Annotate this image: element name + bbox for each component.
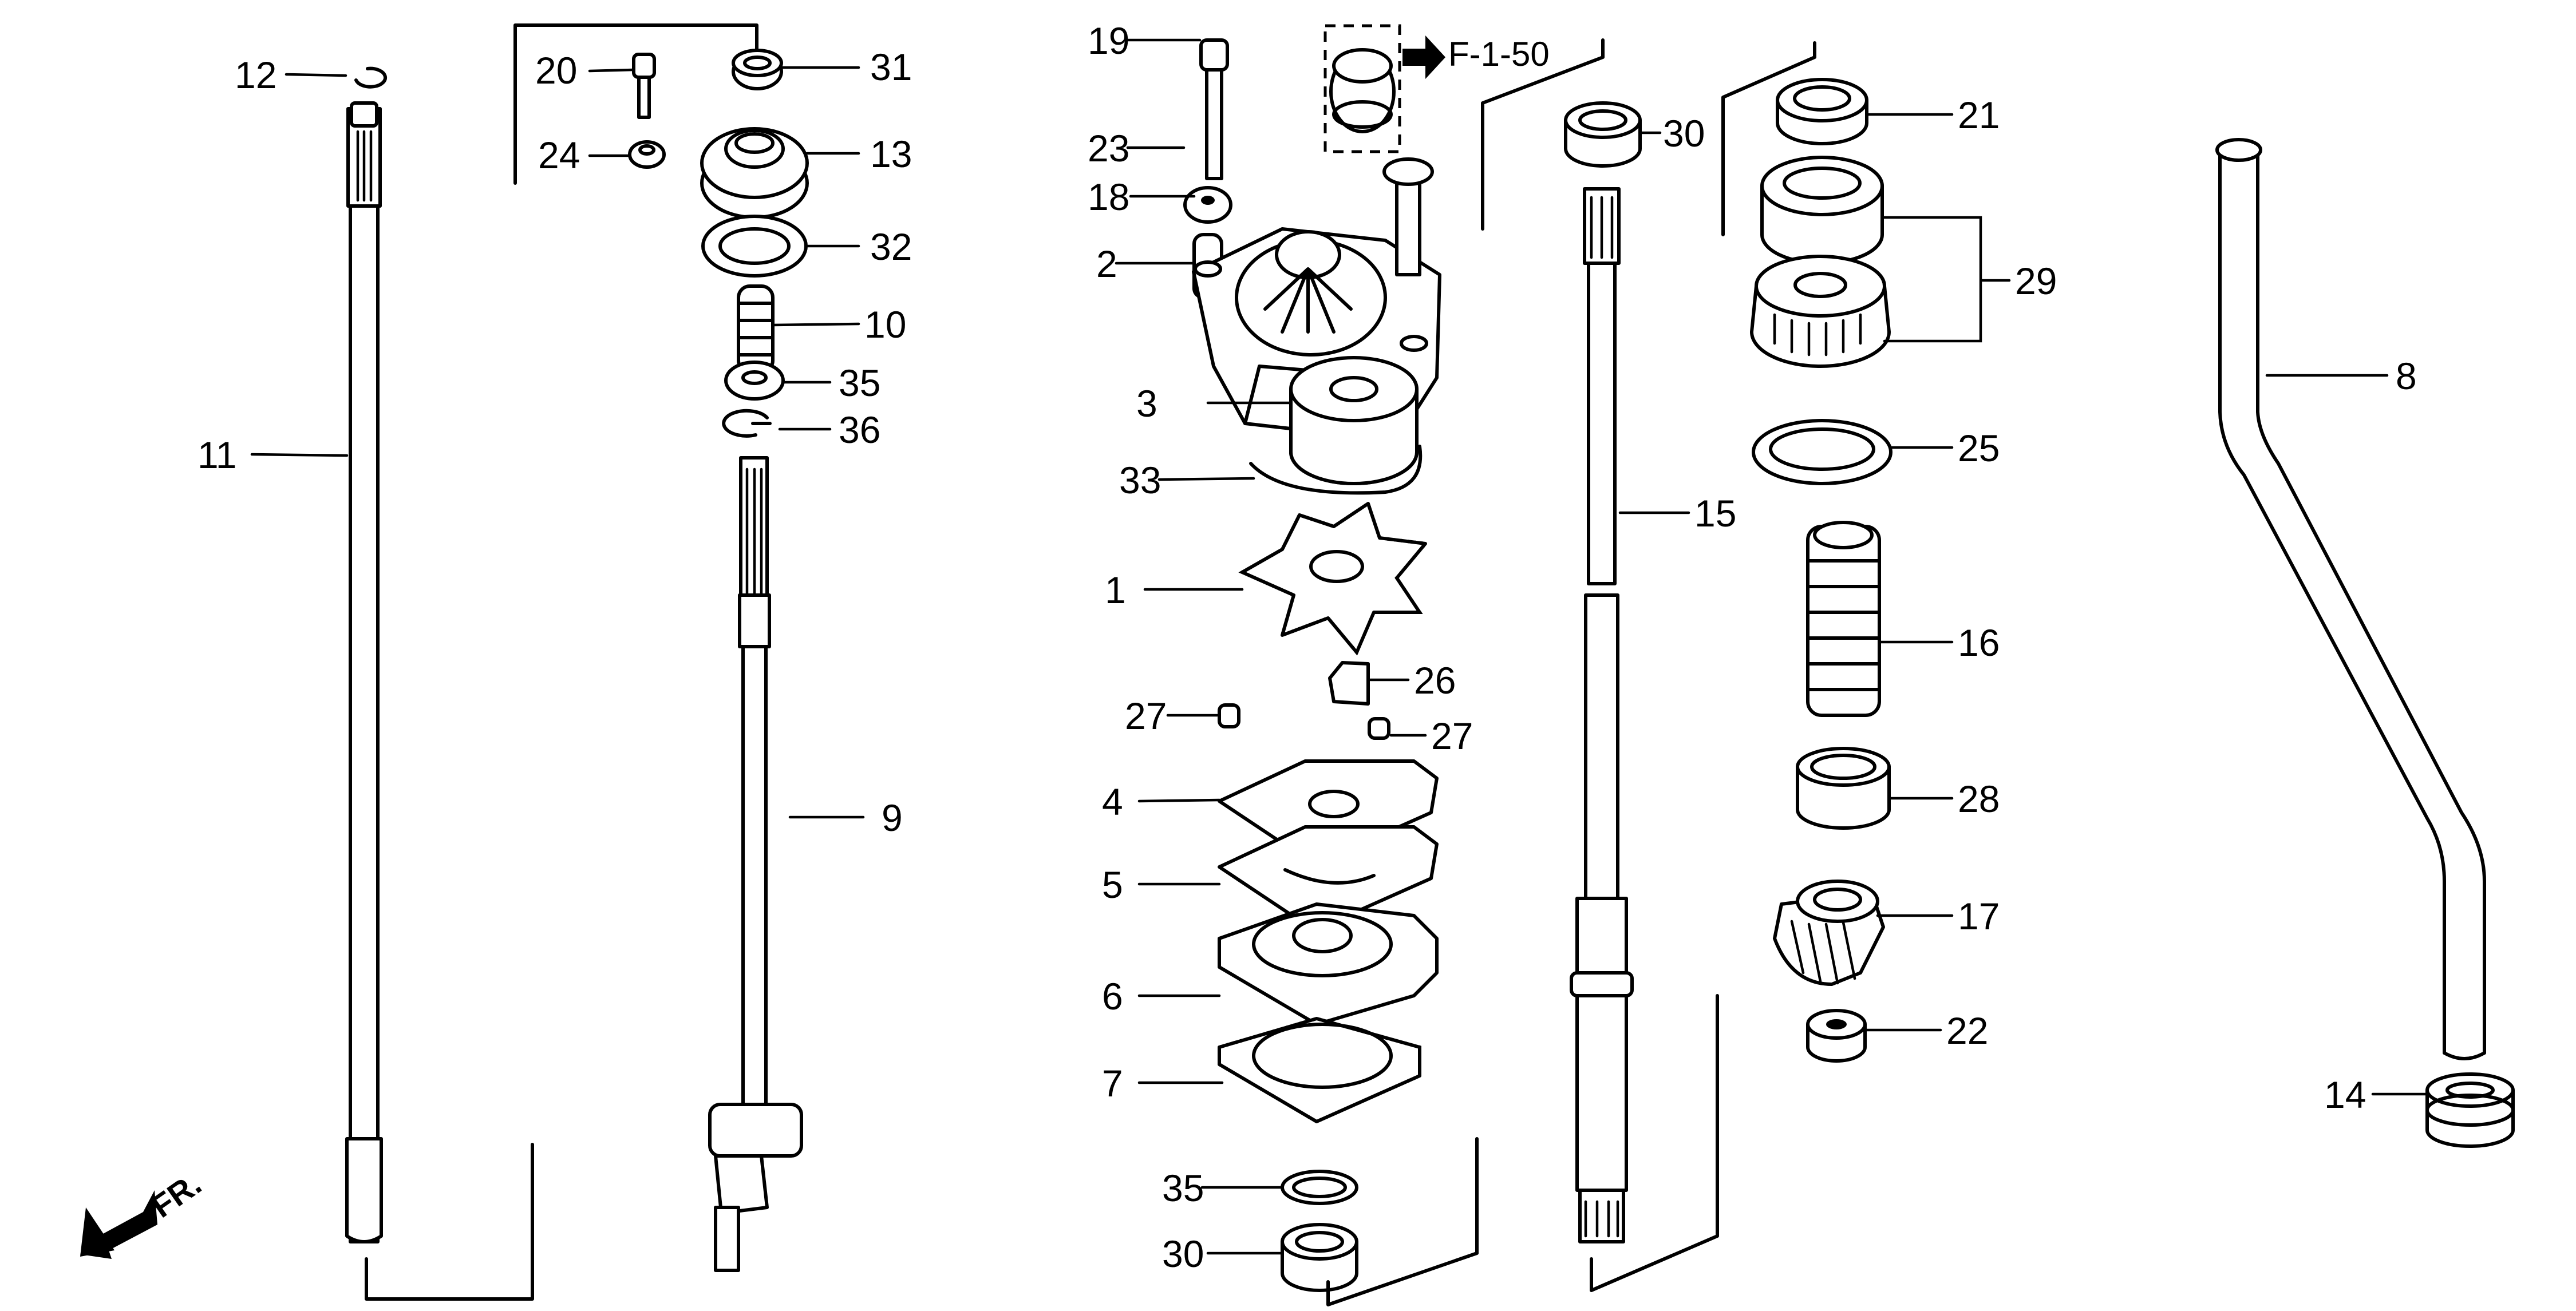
nut-22[interactable] [1806, 1009, 1867, 1063]
water-tube-8[interactable] [2215, 138, 2486, 1060]
clip-36[interactable] [722, 409, 772, 438]
gasket-33[interactable] [1249, 445, 1423, 495]
callout-19[interactable]: 19 [1088, 19, 1129, 62]
insert-3[interactable] [1289, 356, 1419, 485]
impeller-1[interactable] [1238, 501, 1429, 656]
group-bracket-top-left [513, 23, 758, 185]
callout-17[interactable]: 17 [1958, 895, 2000, 937]
washer-24[interactable] [628, 140, 666, 169]
callout-36[interactable]: 36 [839, 409, 880, 451]
dowel-27-left[interactable] [1218, 703, 1240, 728]
o-ring-32[interactable] [701, 215, 808, 278]
e-clip-12[interactable] [354, 66, 388, 89]
group-bracket-upper-center [1481, 38, 1605, 231]
callout-34[interactable]: 35 [1162, 1167, 1204, 1209]
tapered-bearing-29[interactable] [1750, 255, 1891, 368]
washer-35[interactable] [724, 361, 785, 401]
callout-28[interactable]: 28 [1958, 778, 2000, 820]
callout-30-lower[interactable]: 30 [1162, 1233, 1204, 1275]
washer-23[interactable] [1183, 186, 1232, 224]
bolt-20[interactable] [632, 53, 656, 119]
shim-25[interactable] [1752, 419, 1893, 485]
dowel-27-right[interactable] [1368, 717, 1390, 740]
bearing-race-29[interactable] [1760, 156, 1884, 265]
callout-14[interactable]: 14 [2324, 1074, 2366, 1116]
callout-24[interactable]: 24 [538, 134, 580, 176]
callout-15[interactable]: 15 [1694, 492, 1736, 534]
callout-27-left[interactable]: 27 [1125, 695, 1167, 737]
needle-bearing-28[interactable] [1796, 747, 1891, 830]
shift-shaft-9[interactable] [708, 456, 803, 1272]
oil-seal-30-lower[interactable] [1281, 1223, 1358, 1292]
callout-18[interactable]: 18 [1088, 176, 1129, 218]
group-bracket-lower-center [1326, 1137, 1479, 1306]
key-26[interactable] [1328, 661, 1370, 706]
shift-rod-11[interactable] [345, 101, 383, 1243]
callout-35[interactable]: 35 [839, 362, 880, 404]
sleeve-16[interactable] [1806, 521, 1881, 717]
callout-6[interactable]: 6 [1102, 975, 1123, 1017]
spring-10[interactable] [737, 284, 775, 374]
callout-2[interactable]: 2 [1096, 243, 1117, 285]
callout-31[interactable]: 31 [870, 46, 912, 88]
callout-32[interactable]: 32 [870, 225, 912, 268]
callout-4[interactable]: 4 [1102, 781, 1123, 823]
callout-5[interactable]: 5 [1102, 864, 1123, 906]
group-bracket-bottom-left [365, 1143, 534, 1301]
drive-shaft-15[interactable] [1570, 187, 1634, 1243]
callout-21[interactable]: 21 [1958, 94, 2000, 136]
callout-16[interactable]: 16 [1958, 621, 2000, 664]
cross-reference-grommet [1323, 24, 1401, 153]
front-direction-arrow-icon [80, 1190, 157, 1259]
group-bracket-right-center [1590, 994, 1719, 1292]
cartridge-6[interactable] [1218, 902, 1439, 1026]
o-ring-34[interactable] [1281, 1170, 1358, 1205]
cross-reference-label[interactable]: F-1-50 [1448, 35, 1550, 73]
callout-10[interactable]: 10 [864, 303, 906, 346]
callout-23[interactable]: 23 [1088, 127, 1129, 169]
callout-20[interactable]: 20 [535, 49, 577, 92]
callout-30-upper[interactable]: 30 [1663, 112, 1705, 155]
group-bracket-upper-right [1721, 41, 1816, 236]
callout-29[interactable]: 29 [2015, 260, 2057, 302]
pinion-gear-17[interactable] [1773, 880, 1885, 986]
callout-13[interactable]: 13 [870, 133, 912, 175]
oil-seal-31[interactable] [732, 49, 783, 90]
leader-lines [250, 38, 2429, 1255]
nut-21[interactable] [1776, 78, 1868, 145]
callout-27-right[interactable]: 27 [1431, 715, 1473, 757]
callout-8[interactable]: 8 [2396, 355, 2417, 397]
callout-11[interactable]: 11 [197, 434, 237, 476]
gasket-7[interactable] [1218, 1016, 1421, 1124]
callout-33[interactable]: 33 [1119, 459, 1161, 501]
callout-9[interactable]: 9 [882, 797, 903, 839]
callout-25[interactable]: 25 [1958, 427, 2000, 469]
grommet-14[interactable] [2425, 1072, 2515, 1148]
callout-22[interactable]: 22 [1946, 1009, 1988, 1052]
bolt-19[interactable] [1199, 38, 1229, 180]
callout-12[interactable]: 12 [235, 54, 276, 96]
oil-seal-30-upper[interactable] [1564, 101, 1642, 168]
callout-26[interactable]: 26 [1414, 659, 1456, 702]
callout-1[interactable]: 1 [1105, 569, 1126, 611]
callout-7[interactable]: 7 [1102, 1062, 1123, 1104]
callout-3[interactable]: 3 [1136, 382, 1157, 425]
holder-13[interactable] [700, 127, 809, 219]
reference-arrow-icon [1402, 35, 1445, 79]
